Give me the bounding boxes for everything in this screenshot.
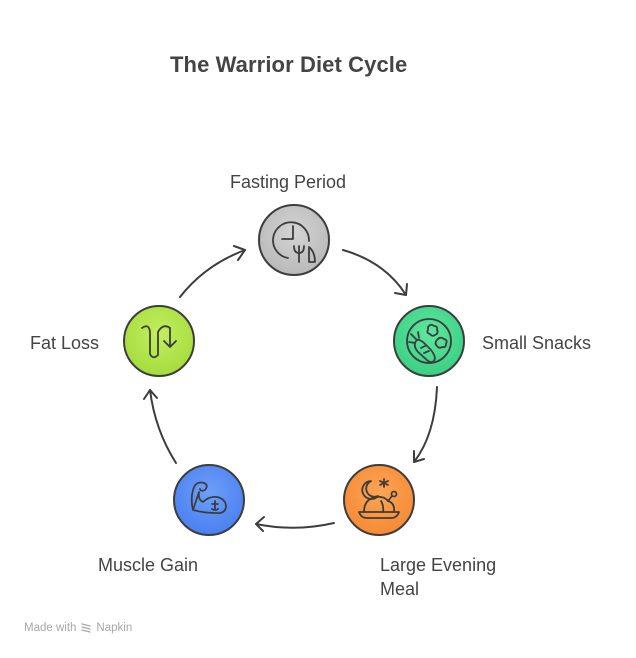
arrow-snacks-to-meal xyxy=(413,386,438,463)
label-fasting-period: Fasting Period xyxy=(230,172,347,192)
label-line-2: Meal xyxy=(380,579,420,599)
wavy-down-arrow-icon xyxy=(141,325,177,359)
made-with-text: Made with xyxy=(24,622,77,634)
node-muscle-gain xyxy=(173,464,245,536)
node-fasting-period xyxy=(258,204,330,276)
arrow-muscle-to-fat-loss xyxy=(143,389,177,464)
label-line-1: Large Evening xyxy=(380,555,497,575)
label-small-snacks: Small Snacks xyxy=(482,333,592,353)
napkin-logo-icon xyxy=(81,623,92,633)
node-fat-loss xyxy=(123,305,195,377)
footer-attribution[interactable]: Made with Napkin xyxy=(24,622,132,634)
node-small-snacks xyxy=(393,305,465,377)
node-large-evening-meal xyxy=(343,464,415,536)
clock-fork-knife-icon xyxy=(272,221,316,263)
label-muscle-gain: Muscle Gain xyxy=(98,555,199,575)
napkin-brand-text: Napkin xyxy=(96,622,133,634)
arrow-meal-to-muscle xyxy=(255,516,335,532)
moon-roast-meal-icon xyxy=(358,478,400,519)
label-large-evening-meal: Large Evening Meal xyxy=(380,553,496,601)
carrot-plate-icon xyxy=(406,318,452,364)
flexed-bicep-icon xyxy=(190,481,227,515)
label-fat-loss: Fat Loss xyxy=(30,333,100,353)
arrow-fat-loss-to-fasting xyxy=(179,245,246,298)
diagram-title: The Warrior Diet Cycle xyxy=(170,52,408,77)
arrow-fasting-to-snacks xyxy=(342,249,408,296)
